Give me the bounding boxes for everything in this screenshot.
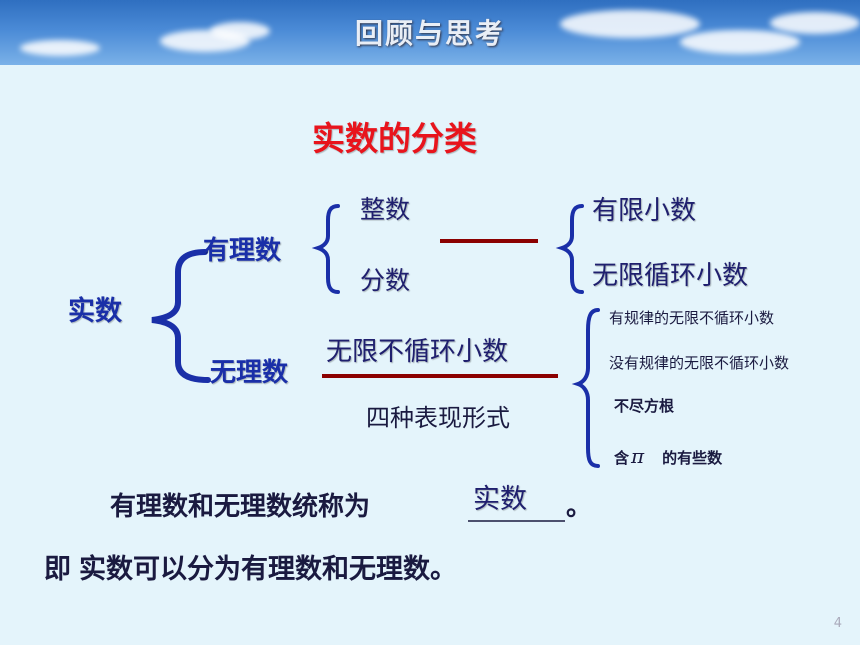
infinite-repeating-label: 无限循环小数: [592, 261, 749, 291]
infinite-nonrepeating-label: 无限不循环小数: [326, 337, 509, 367]
finite-decimal-label: 有限小数: [592, 196, 697, 226]
statement-1-text: 有理数和无理数统称为: [110, 492, 371, 522]
statement-1: 有理数和无理数统称为: [110, 494, 370, 520]
four-forms-label: 四种表现形式: [366, 404, 510, 432]
integer-label: 整数: [360, 195, 411, 224]
header-title: 回顾与思考: [354, 17, 505, 50]
root-brace: [151, 249, 211, 383]
statement-2-text: 实数可以分为有理数和无理数。: [79, 554, 457, 585]
statement-1-answer: 实数: [473, 484, 527, 515]
page-number: 4: [833, 616, 842, 631]
statement-2-prefix: 即: [44, 554, 71, 585]
pi-symbol: π: [631, 444, 645, 468]
form-irregular: 没有规律的无限不循环小数: [609, 354, 790, 372]
forms-brace: [571, 308, 600, 468]
statement-2: 即实数可以分为有理数和无理数。: [44, 556, 457, 583]
form-pi-suffix: 的有些数: [662, 449, 723, 467]
form-pi-prefix: 含: [614, 449, 630, 467]
rational-label: 有理数: [203, 236, 282, 266]
irrational-label: 无理数: [210, 358, 289, 388]
root-label: 实数: [68, 296, 122, 327]
form-surd: 不尽方根: [614, 397, 675, 415]
slide-title: 实数的分类: [312, 119, 477, 158]
fraction-label: 分数: [360, 266, 411, 295]
rational-brace: [311, 204, 340, 294]
statement-1-end: 。: [566, 492, 593, 522]
fraction-brace: [555, 204, 584, 294]
form-regular: 有规律的无限不循环小数: [609, 309, 775, 327]
header-banner: 回顾与思考: [0, 0, 860, 65]
